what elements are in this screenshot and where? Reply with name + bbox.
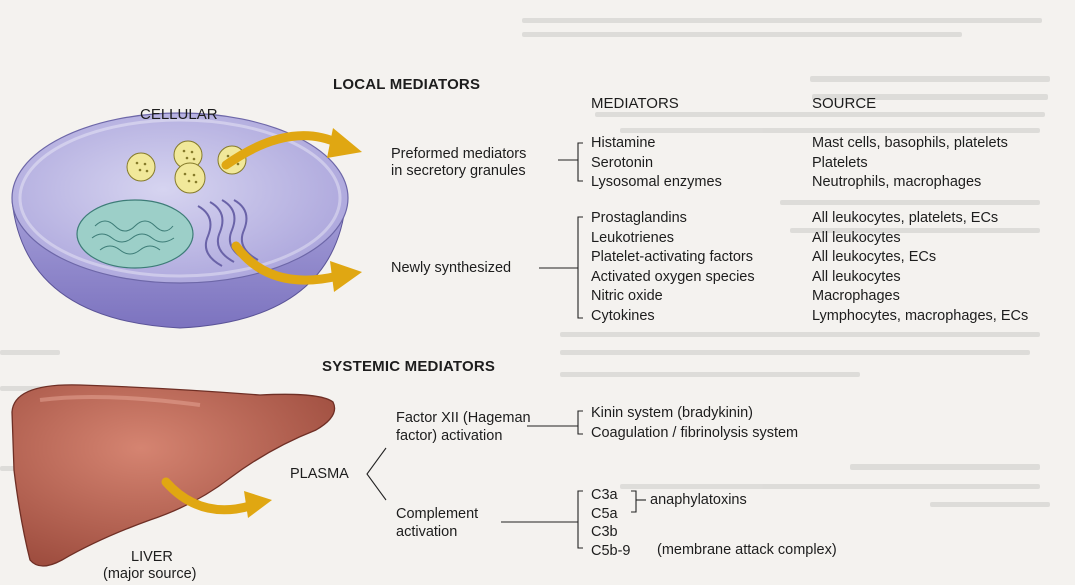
source-prostaglandins: All leukocytes, platelets, ECs bbox=[812, 209, 1028, 229]
kinin-system: Kinin system (bradykinin) bbox=[591, 405, 753, 422]
mediator-serotonin: Serotonin bbox=[591, 154, 722, 174]
membrane-attack-complex-note: (membrane attack complex) bbox=[657, 542, 837, 559]
mediator-leukotrienes: Leukotrienes bbox=[591, 229, 755, 249]
plasma-label: PLASMA bbox=[290, 466, 349, 483]
source-lysosomal-enzymes: Neutrophils, macrophages bbox=[812, 173, 1008, 193]
liver-shape bbox=[12, 385, 335, 566]
mediator-histamine: Histamine bbox=[591, 134, 722, 154]
source-activated-oxygen-species: All leukocytes bbox=[812, 268, 1028, 288]
mediator-prostaglandins: Prostaglandins bbox=[591, 209, 755, 229]
preformed-source-list: Mast cells, basophils, platelets Platele… bbox=[812, 134, 1008, 193]
source-cytokines: Lymphocytes, macrophages, ECs bbox=[812, 307, 1028, 327]
mediator-activated-oxygen-species: Activated oxygen species bbox=[591, 268, 755, 288]
preformed-label-line1: Preformed mediators bbox=[391, 146, 526, 163]
mediator-lysosomal-enzymes: Lysosomal enzymes bbox=[591, 173, 722, 193]
mediator-cytokines: Cytokines bbox=[591, 307, 755, 327]
complement-label-line2: activation bbox=[396, 524, 457, 541]
liver-sublabel: (major source) bbox=[103, 566, 196, 583]
coagulation-fibrinolysis-system: Coagulation / fibrinolysis system bbox=[591, 425, 798, 442]
complement-component-list: C3a C5a C3b C5b-9 bbox=[591, 486, 631, 560]
systemic-mediators-title: SYSTEMIC MEDIATORS bbox=[322, 358, 495, 375]
complement-c5b9: C5b-9 bbox=[591, 542, 631, 561]
local-mediators-title: LOCAL MEDIATORS bbox=[333, 76, 480, 93]
source-column-header: SOURCE bbox=[812, 95, 876, 112]
complement-label-line1: Complement bbox=[396, 506, 478, 523]
source-leukotrienes: All leukocytes bbox=[812, 229, 1028, 249]
synthesized-mediator-list: Prostaglandins Leukotrienes Platelet-act… bbox=[591, 209, 755, 326]
anaphylatoxins-label: anaphylatoxins bbox=[650, 492, 747, 509]
newly-synthesized-label: Newly synthesized bbox=[391, 260, 511, 277]
source-nitric-oxide: Macrophages bbox=[812, 287, 1028, 307]
preformed-label-line2: in secretory granules bbox=[391, 163, 526, 180]
source-serotonin: Platelets bbox=[812, 154, 1008, 174]
complement-c3b: C3b bbox=[591, 523, 631, 542]
mediator-platelet-activating-factors: Platelet-activating factors bbox=[591, 248, 755, 268]
nucleus bbox=[77, 200, 193, 268]
mediators-column-header: MEDIATORS bbox=[591, 95, 679, 112]
cellular-label: CELLULAR bbox=[140, 106, 218, 123]
factor12-label-line2: factor) activation bbox=[396, 428, 502, 445]
liver-label: LIVER bbox=[131, 549, 173, 566]
source-histamine: Mast cells, basophils, platelets bbox=[812, 134, 1008, 154]
mediator-nitric-oxide: Nitric oxide bbox=[591, 287, 755, 307]
cell-illustration bbox=[12, 113, 348, 328]
complement-c3a: C3a bbox=[591, 486, 631, 505]
synthesized-source-list: All leukocytes, platelets, ECs All leuko… bbox=[812, 209, 1028, 326]
complement-c5a: C5a bbox=[591, 505, 631, 524]
preformed-mediator-list: Histamine Serotonin Lysosomal enzymes bbox=[591, 134, 722, 193]
factor12-label-line1: Factor XII (Hageman bbox=[396, 410, 531, 427]
source-platelet-activating-factors: All leukocytes, ECs bbox=[812, 248, 1028, 268]
liver-illustration bbox=[12, 385, 335, 566]
